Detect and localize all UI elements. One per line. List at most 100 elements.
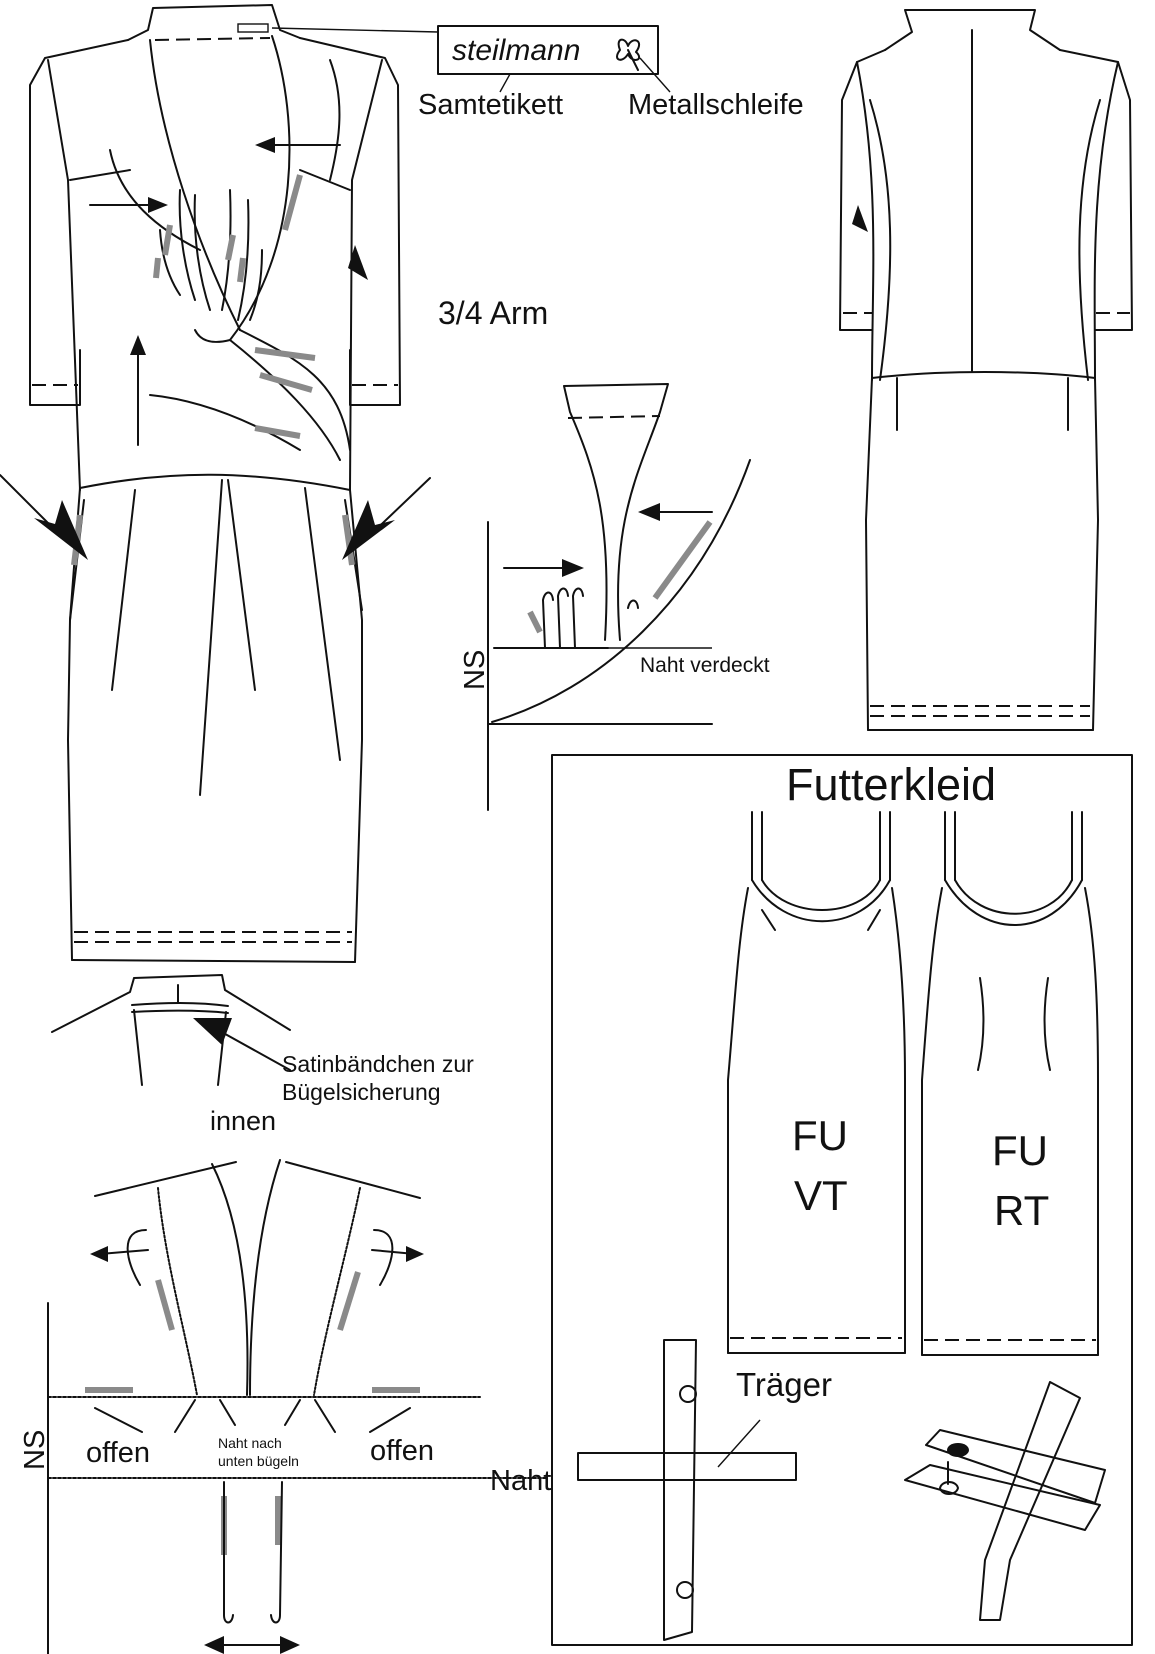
open-seam-detail [47,1159,549,1654]
lining-front-strap-right [879,811,891,881]
satin-tape-text: Satinbändchen zur [282,1051,474,1077]
seam-press-text: Naht nach [218,1435,282,1451]
seam-overlock-right [313,1187,361,1396]
detail-gather-4 [627,599,639,609]
skirt-pleat-1 [111,489,136,691]
bodice-drape-2 [69,169,131,181]
back-left-side [856,61,875,381]
strap-loop-top [925,1429,1106,1504]
lining-front-neckline-inner [751,879,891,923]
sleeve-text: 3/4 Arm [438,295,548,331]
strap-vertical [663,1339,697,1641]
seam-right-wing [285,1161,421,1199]
marker-6 [254,347,316,361]
satin-tape-detail [51,974,291,1086]
pocket-arrow-right-icon [342,477,431,560]
marker-8 [254,425,301,439]
bodice-drape-1 [149,394,301,451]
back-notch-icon [852,205,868,232]
back-right-shoulder [1059,49,1133,331]
front-skirt-hem [71,959,356,963]
bodice-drape-3 [299,169,351,191]
strap-hole-bottom [676,1581,694,1599]
arrow-icon [90,1246,149,1262]
seam-press-lines [219,1399,301,1426]
lining-box [551,754,1133,1646]
lining-back-dart-left [977,977,985,1071]
marker-7 [259,372,313,393]
front-bodice-right-side [349,59,383,491]
back-collar [884,9,1061,51]
notch-icon [348,245,368,280]
inner-neck-tape-2 [131,1009,229,1014]
strap-cross-diagonal [979,1381,1081,1621]
seam-fold-right [373,1229,394,1286]
lining-back-left-side [921,887,943,1356]
ns-bottom-text: NS [19,1430,51,1470]
seam-left-wing [94,1161,237,1197]
lining-title-text: Futterkleid [786,759,996,810]
front-inner-label [237,23,269,33]
ns-top-text: NS [459,650,491,690]
seam-press-text-2: unten bügeln [218,1453,299,1469]
lining-back-strap-left [944,811,956,881]
velvet-label-text: Samtetikett [418,89,563,121]
inner-neck-left-edge [133,1009,143,1086]
lining-back-right-side [1084,887,1099,1356]
skirt-pleat-4 [304,487,341,761]
back-princess-left [869,99,892,381]
inside-text: innen [210,1106,276,1136]
strap-detail [577,1339,1106,1641]
marker-1 [282,174,303,231]
lining-front-dart-left [761,909,776,931]
back-left-shoulder [839,49,886,331]
arrow-icon [503,559,584,577]
open-right-text: offen [370,1435,434,1467]
strap-text: Träger [736,1366,832,1403]
marker-10 [342,514,355,566]
lining-front [727,811,906,1354]
pointer-arrow-icon [193,1018,291,1071]
seam-text: Naht [490,1465,551,1497]
seam-overlock-left [157,1187,198,1396]
front-dress [0,4,439,963]
lining-back-neckline [954,879,1073,915]
pocket-arrow-left-icon [0,474,88,560]
lining-back-label-2: RT [994,1187,1049,1234]
detail-collar-stitch [567,415,661,419]
gather-1 [178,189,196,301]
detail-gather-1 [542,591,554,649]
seam-open-right [314,1399,411,1433]
strap-horizontal [577,1452,797,1481]
wrap-crossover [239,329,351,451]
strap-button-icon [947,1443,969,1457]
label-leader [271,27,439,33]
velvet-leader [499,73,511,93]
lining-front-dart-right [867,909,881,931]
lining-front-label-2: VT [794,1172,848,1219]
detail-gather-3 [572,587,584,649]
neckline-detail [487,383,751,811]
arrow-icon [130,335,146,446]
metal-bow-text: Metallschleife [628,89,804,121]
marker-4 [237,257,246,283]
arrow-icon [255,137,341,153]
seam-left-curve [211,1163,249,1396]
detail-marker-2 [527,610,543,634]
lapel-fold-right [329,59,341,181]
gather-4 [237,199,250,321]
lapel-fold [109,149,201,251]
seam-marker-1 [155,1279,175,1331]
detail-marker-1 [652,520,713,600]
bow-icon [616,38,641,71]
lining-front-strap-left [751,811,763,881]
gather-5 [159,229,181,296]
marker-2 [162,224,173,256]
satin-tape-text-2: Bügelsicherung [282,1079,441,1105]
brand-text: steilmann [452,34,580,67]
arrow-icon [89,197,168,213]
front-waist-seam [79,473,351,491]
arrow-icon [638,503,713,521]
wrap-lapel-right [194,35,291,343]
